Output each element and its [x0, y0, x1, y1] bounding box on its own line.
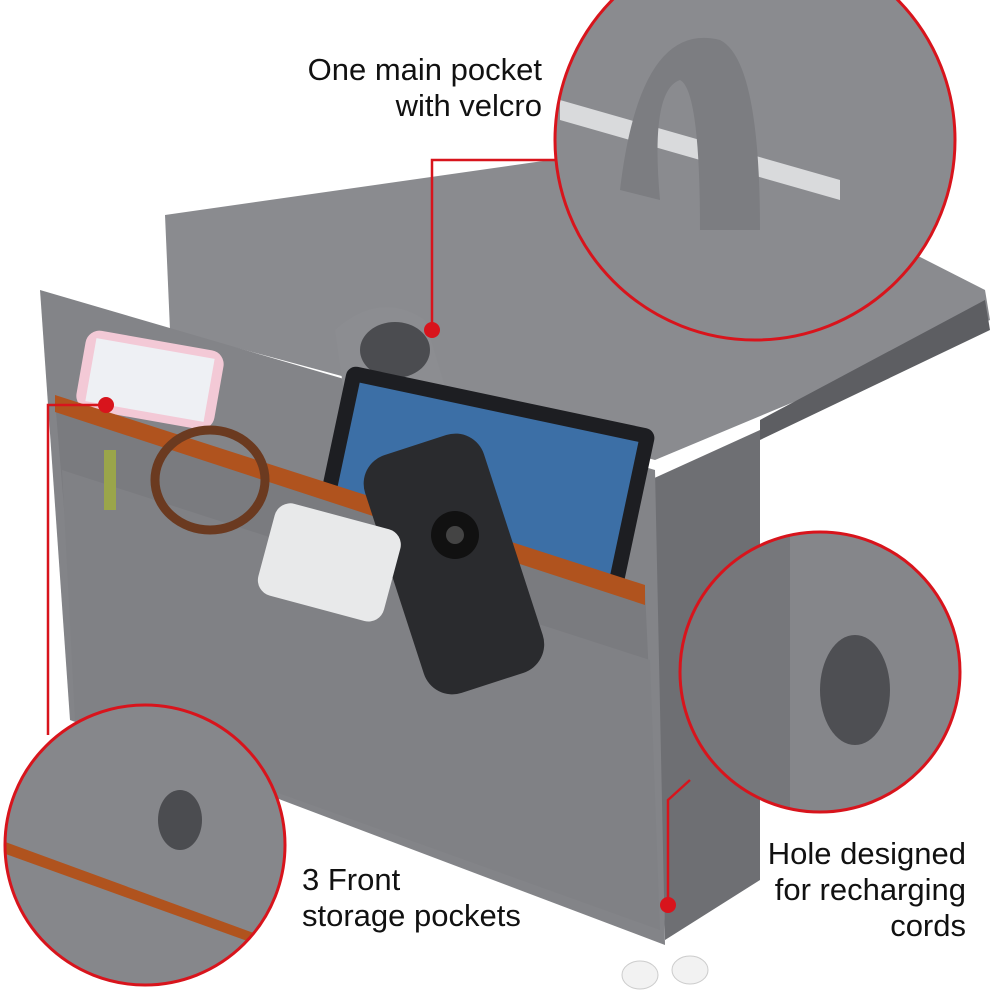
callout-text: with velcro — [395, 88, 542, 123]
callout-text: storage pockets — [302, 898, 521, 933]
charger — [257, 503, 401, 622]
earphones — [621, 955, 709, 990]
callout-text: for recharging — [774, 872, 966, 907]
detail-velcro — [555, 0, 955, 340]
pen — [104, 450, 116, 510]
callout-text: Hole designed — [767, 836, 966, 871]
callout-lines — [46, 158, 691, 905]
callout-text: cords — [890, 908, 966, 943]
callout-dot-pockets — [98, 397, 114, 413]
callout-hole: Hole designed for recharging cords — [768, 836, 966, 944]
callout-text: One main pocket — [307, 52, 542, 87]
flap-side — [760, 300, 990, 440]
callout-main-pocket: One main pocket with velcro — [308, 52, 542, 124]
glasses — [150, 425, 270, 535]
detail-pockets — [5, 705, 285, 985]
callout-front-pockets: 3 Front storage pockets — [302, 862, 521, 934]
remote-control — [363, 433, 545, 695]
callout-dot-velcro — [424, 322, 440, 338]
callout-text: 3 Front — [302, 862, 401, 897]
callout-dot-hole — [660, 897, 676, 913]
